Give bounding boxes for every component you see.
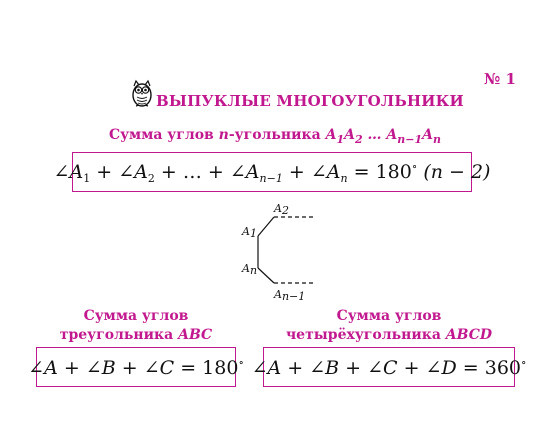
page-number: № 1 [484, 70, 516, 88]
triangle-caption: Сумма углов треугольника ABC [59, 308, 213, 343]
label-a1: A1 [241, 225, 257, 240]
subtitle-suffix: -угольника [228, 127, 321, 143]
polygon-diagram: A2 A1 An An−1 [241, 202, 314, 303]
section-title: ВЫПУКЛЫЕ МНОГОУГОЛЬНИКИ [156, 92, 464, 110]
subtitle: Сумма углов n-угольника A1A2 … An−1An [0, 127, 550, 146]
subtitle-polygon: A1A2 … An−1An [325, 127, 442, 146]
edge-an-an1 [257, 267, 275, 284]
quadrilateral-formula-box: ∠A + ∠B + ∠C + ∠D = 360∘ [252, 347, 526, 387]
main-formula-tail: (n − 2) [423, 160, 491, 183]
triangle-formula: ∠A + ∠B + ∠C = 180∘ [28, 355, 244, 379]
label-an1: An−1 [273, 288, 305, 303]
label-an: An [241, 262, 257, 277]
label-a2: A2 [273, 202, 289, 217]
quadrilateral-formula: ∠A + ∠B + ∠C + ∠D = 360∘ [251, 355, 527, 379]
owl-icon [132, 79, 152, 107]
quadrilateral-caption: Сумма углов четырёхугольника ABCD [285, 308, 493, 343]
main-formula: ∠A1 + ∠A2 + … + ∠An−1 + ∠An = 180∘ (n − … [53, 159, 491, 185]
edge-a1-a2 [257, 216, 275, 237]
main-formula-rhs: = 180 [353, 160, 412, 183]
main-formula-box: ∠A1 + ∠A2 + … + ∠An−1 + ∠An = 180∘ (n − … [54, 152, 490, 192]
triangle-formula-box: ∠A + ∠B + ∠C = 180∘ [28, 347, 244, 387]
subtitle-var: n [218, 127, 229, 143]
subtitle-prefix: Сумма углов [108, 127, 214, 143]
